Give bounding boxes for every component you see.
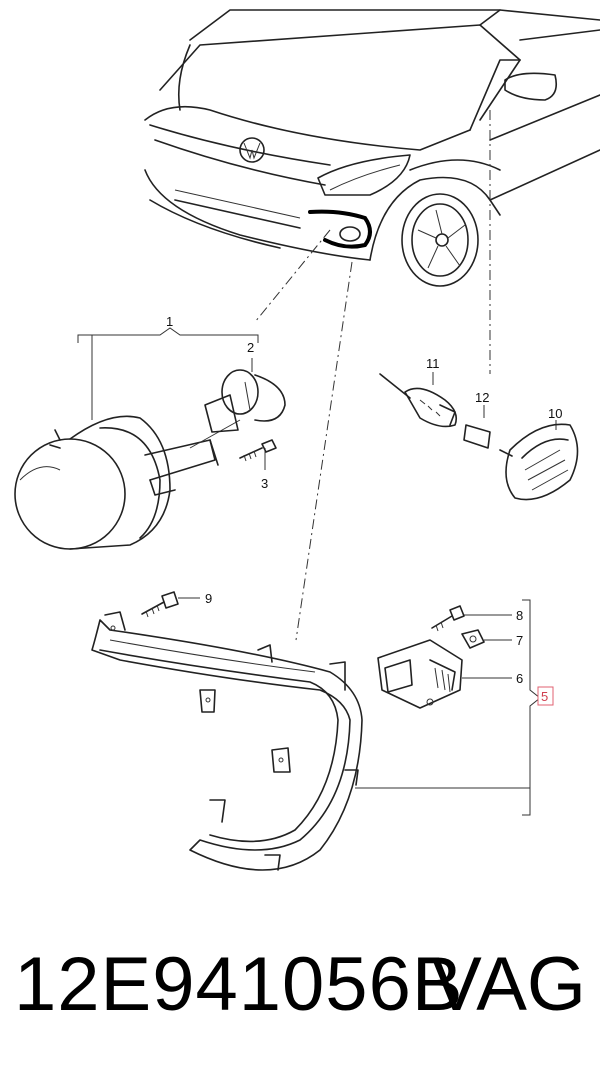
callout-1: 1 — [166, 314, 173, 329]
callout-labels: 1 2 3 11 12 10 9 8 7 6 5 — [166, 314, 562, 706]
bezel-frame-part-5 — [91, 611, 363, 871]
bulb-h11-part — [204, 369, 286, 433]
control-unit-part-6 — [377, 639, 463, 709]
leader-lines — [77, 110, 557, 816]
callout-9: 9 — [205, 591, 212, 606]
side-marker-lamp-part — [499, 423, 579, 501]
callout-7: 7 — [516, 633, 523, 648]
callout-3: 3 — [261, 476, 268, 491]
callout-10: 10 — [548, 406, 562, 421]
side-marker-bulb-parts — [379, 373, 491, 449]
callout-5: 5 — [541, 689, 548, 704]
car-front-illustration — [144, 9, 600, 287]
callout-6: 6 — [516, 671, 523, 686]
screw-part-8 — [431, 605, 465, 632]
part-number: 12E941056B — [14, 942, 464, 1027]
screw-part-3 — [239, 439, 277, 462]
callout-12: 12 — [475, 390, 489, 405]
callout-8: 8 — [516, 608, 523, 623]
brand-name: VAG — [431, 942, 586, 1027]
parts-diagram: 1 2 3 11 12 10 9 8 7 6 5 — [14, 9, 600, 871]
callout-2: 2 — [247, 340, 254, 355]
footer: 12E941056B VAG — [0, 930, 600, 1040]
callout-11: 11 — [426, 356, 440, 371]
screw-part-9 — [141, 591, 179, 618]
nut-part-7 — [461, 629, 485, 649]
fog-lamp-part — [14, 415, 241, 550]
callout-5-highlight-box — [537, 686, 554, 706]
